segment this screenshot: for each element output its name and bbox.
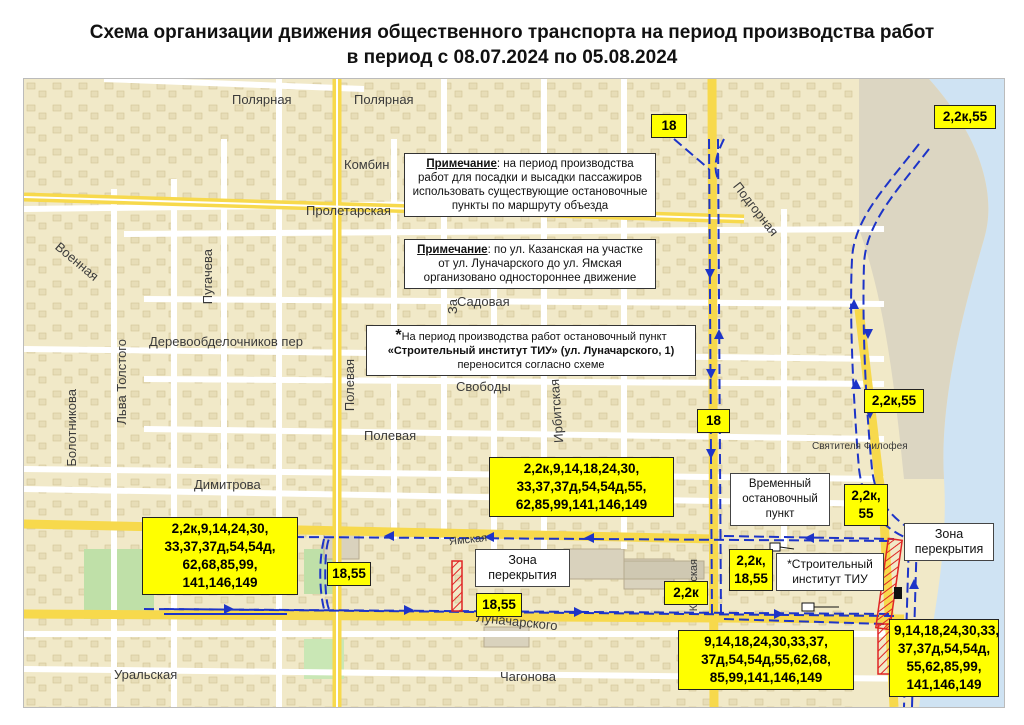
label-zone-center: Зона перекрытия (475, 549, 570, 587)
route-label-big-bottom: 9,14,18,24,30,33,37, 37д,54,54д,55,62,68… (678, 630, 854, 690)
route-label-2-2k-55-top: 2,2к,55 (934, 105, 996, 129)
route-label-big-center: 2,2к,9,14,18,24,30, 33,37,37д,54,54д,55,… (489, 457, 674, 517)
map-frame[interactable]: Полярная Полярная Комбин Пролетарская По… (23, 78, 1005, 708)
street-dimitrova: Димитрова (194, 477, 261, 492)
note-stop-moved-line1: На период производства работ остановочны… (401, 331, 667, 343)
route-label-18-mid: 18 (697, 409, 730, 433)
label-temporary-stop: Временный остановочный пункт (730, 473, 830, 526)
note-stop-moved-line3: переносится согласно схеме (457, 359, 605, 371)
street-proletarskaya: Пролетарская (306, 203, 391, 218)
street-polevaya-vertical: Полевая (342, 359, 357, 412)
street-kombin: Комбин (344, 157, 390, 172)
route-label-big-right: 9,14,18,24,30,33, 37,37д,54,54д, 55,62,8… (889, 619, 999, 697)
route-label-big-left: 2,2к,9,14,24,30, 33,37,37д,54,54д, 62,68… (142, 517, 298, 595)
street-sadovaya: Садовая (457, 294, 510, 309)
street-derevoobdel: Деревообделочников пер (149, 334, 303, 349)
note-stop-moved: *На период производства работ остановочн… (366, 325, 696, 376)
street-lva-tolstogo: Льва Толстого (114, 339, 129, 425)
label-svyatitelya: Святителя Филофея (812, 441, 908, 452)
route-label-2-2k-55-mid: 2,2к,55 (864, 389, 924, 413)
note-stops-text: : на период производства работ для посад… (412, 158, 648, 212)
route-label-18-top: 18 (651, 114, 687, 138)
street-polyarnaya-2: Полярная (354, 92, 414, 107)
route-label-18-55-left: 18,55 (327, 562, 371, 586)
street-polyarnaya-1: Полярная (232, 92, 292, 107)
street-uralskaya: Уральская (114, 667, 178, 682)
street-za: За (445, 299, 460, 315)
route-label-2-2k-55-small: 2,2к, 55 (844, 484, 888, 526)
street-bolotnikova: Болотникова (64, 389, 79, 467)
note-stop-moved-bold: «Строительный институт ТИУ» (ул. Луначар… (387, 345, 675, 357)
note-stops-bold: Примечание (426, 158, 497, 170)
note-one-way: Примечание: по ул. Казанская на участке … (404, 239, 656, 289)
title-line-2: в период с 08.07.2024 по 05.08.2024 (346, 47, 678, 68)
route-label-2-2k: 2,2к (664, 581, 708, 605)
route-label-18-55-bottom: 18,55 (476, 593, 522, 617)
note-stops: Примечание: на период производства работ… (404, 153, 656, 217)
title-line-1: Схема организации движения общественного… (89, 22, 935, 43)
route-label-2-2k-18-55: 2,2к, 18,55 (729, 549, 773, 591)
note-one-way-bold: Примечание (417, 244, 488, 256)
street-svobody: Свободы (456, 379, 511, 394)
street-polevaya-horizontal: Полевая (364, 428, 417, 443)
street-pugacheva: Пугачева (200, 249, 215, 305)
label-zone-right: Зона перекрытия (904, 523, 994, 561)
street-chagonova: Чагонова (500, 669, 556, 684)
note-star: * (395, 327, 402, 344)
label-institute-stop: *Строительный институт ТИУ (776, 553, 884, 591)
note-one-way-text: : по ул. Казанская на участке от ул. Лун… (423, 244, 643, 284)
map-title: Схема организации движения общественного… (0, 20, 1024, 70)
